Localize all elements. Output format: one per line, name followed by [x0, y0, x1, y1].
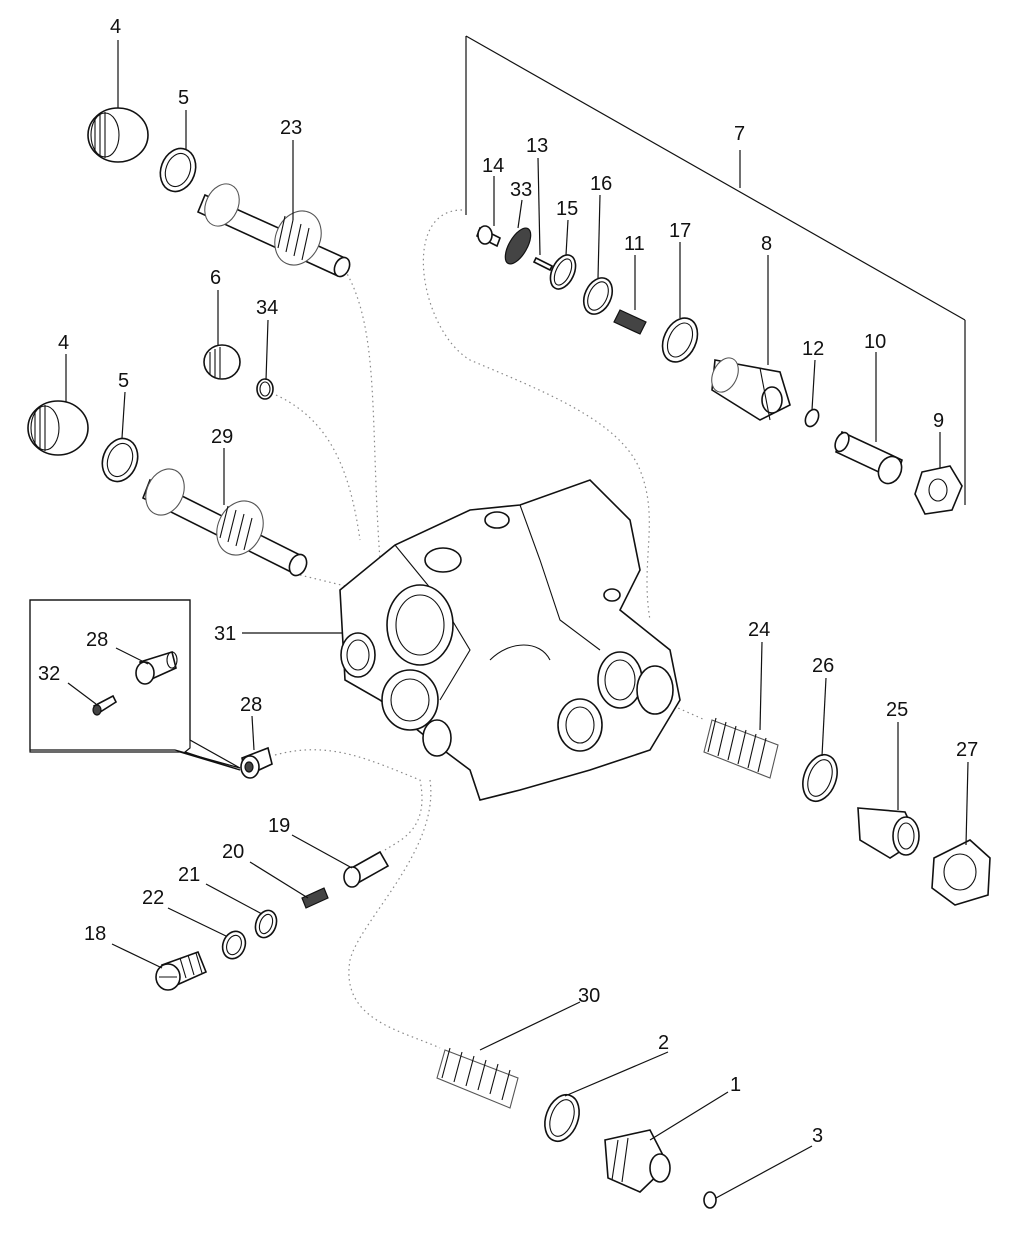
callout-8: 8 — [761, 233, 772, 255]
part-12-oring-small — [804, 408, 820, 428]
callout-30: 30 — [578, 985, 600, 1007]
callout-9: 9 — [933, 410, 944, 432]
callout-29: 29 — [211, 426, 233, 448]
detail-inset-box — [29, 599, 241, 771]
part-1-fitting — [604, 1129, 671, 1193]
callout-11: 11 — [624, 233, 645, 255]
callout-24: 24 — [748, 619, 770, 641]
callout-27: 27 — [956, 739, 978, 761]
part-4-plug-top — [87, 107, 149, 163]
part-18-plug — [155, 950, 208, 991]
callout-13: 13 — [526, 135, 548, 157]
part-15-oring — [549, 254, 577, 290]
part-24-spring — [703, 717, 779, 779]
kit-bracket-7 — [465, 35, 966, 505]
callout-18: 18 — [84, 923, 106, 945]
callout-12: 12 — [802, 338, 824, 360]
callout-6: 6 — [210, 267, 221, 289]
callout-28-inset: 28 — [86, 629, 108, 651]
part-16-washer — [582, 277, 614, 315]
callout-33: 33 — [510, 179, 532, 201]
part-29-spool — [141, 468, 308, 577]
part-2-oring — [544, 1093, 580, 1143]
part-33-screen — [504, 227, 532, 265]
callout-7: 7 — [734, 123, 745, 145]
callout-17: 17 — [669, 220, 691, 242]
callout-19: 19 — [268, 815, 290, 837]
part-8-valve-body — [711, 357, 791, 421]
callout-31: 31 — [214, 623, 236, 645]
callout-10: 10 — [864, 331, 886, 353]
part-11-spring — [613, 309, 647, 335]
callout-2: 2 — [658, 1032, 669, 1054]
part-5-oring-top — [159, 147, 197, 193]
callout-15: 15 — [556, 198, 578, 220]
part-25-plug — [857, 807, 920, 859]
part-26-oring — [802, 753, 838, 803]
part-31-housing — [339, 479, 681, 801]
leader-lines — [65, 40, 969, 1199]
part-23-spool — [196, 183, 351, 278]
part-28-inset — [135, 650, 178, 685]
part-14-screw — [475, 225, 502, 248]
part-21-oring — [254, 909, 278, 939]
callout-4-top: 4 — [110, 16, 121, 38]
part-32-inset — [92, 694, 118, 716]
part-5-oring-mid — [101, 437, 139, 483]
callout-22: 22 — [142, 887, 164, 909]
part-4-plug-mid — [27, 400, 89, 456]
callout-26: 26 — [812, 655, 834, 677]
part-28-lower — [240, 746, 273, 779]
callout-5-mid: 5 — [118, 370, 129, 392]
callout-4-mid: 4 — [58, 332, 69, 354]
callout-32: 32 — [38, 663, 60, 685]
part-20-spring — [301, 887, 329, 909]
part-17-oring — [661, 317, 699, 363]
part-19-piston — [343, 850, 390, 888]
part-10-sleeve — [834, 430, 903, 485]
callout-14: 14 — [482, 155, 504, 177]
callout-23: 23 — [280, 117, 302, 139]
callout-1: 1 — [730, 1074, 741, 1096]
part-30-spring — [436, 1047, 519, 1109]
part-27-nut — [931, 839, 991, 906]
callout-20: 20 — [222, 841, 244, 863]
part-34-oring — [256, 378, 274, 400]
callout-28-lower: 28 — [240, 694, 262, 716]
callout-3: 3 — [812, 1125, 823, 1147]
callout-34: 34 — [256, 297, 278, 319]
callout-5-top: 5 — [178, 87, 189, 109]
callout-21: 21 — [178, 864, 200, 886]
callout-16: 16 — [590, 173, 612, 195]
callout-labels: 4 5 23 7 14 33 13 16 15 11 17 8 6 34 12 … — [38, 16, 978, 1147]
part-22-washer — [221, 930, 247, 960]
callout-25: 25 — [886, 699, 908, 721]
part-3-oring-small — [703, 1191, 717, 1209]
part-9-nut — [914, 465, 963, 515]
part-6-plug — [203, 344, 241, 380]
part-13-pin — [532, 256, 554, 272]
